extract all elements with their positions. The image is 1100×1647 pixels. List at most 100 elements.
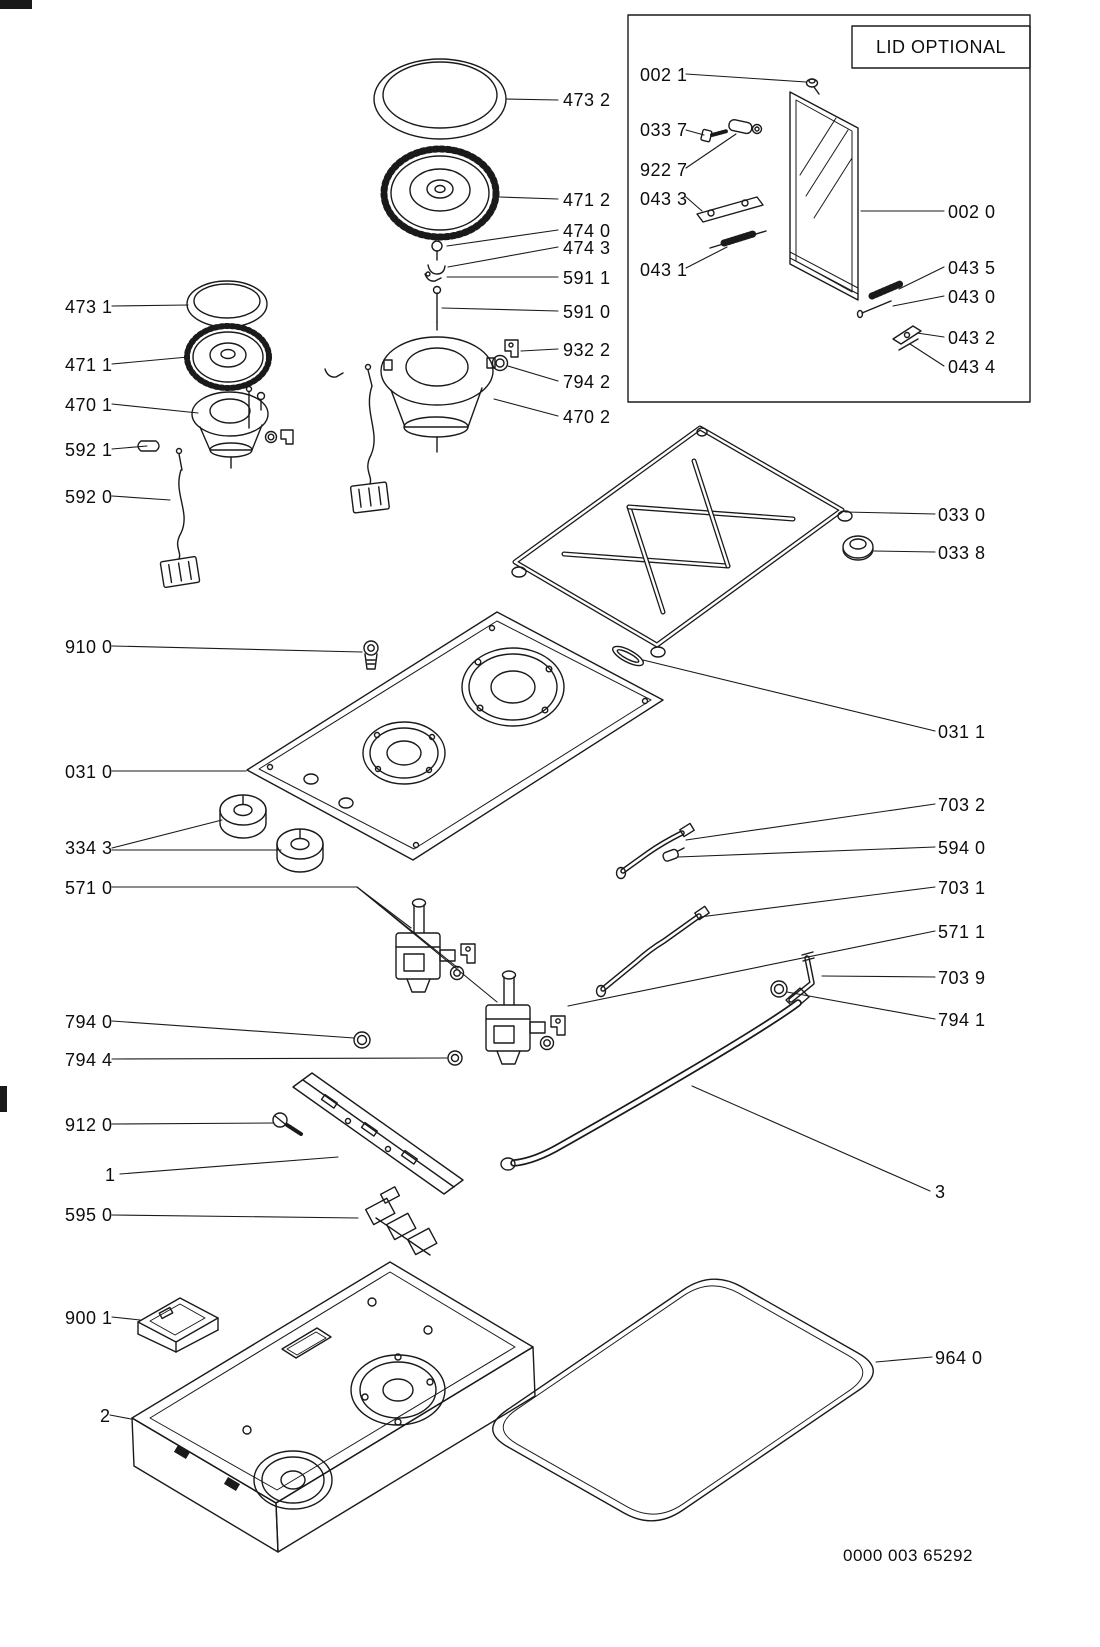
spark-plug-clip: [424, 271, 442, 282]
part-label-470-1: 470 1: [65, 395, 113, 415]
part-label-912-0: 912 0: [65, 1115, 113, 1135]
burner-cap-large: [373, 58, 507, 140]
part-label-2: 2: [100, 1406, 111, 1426]
lid-screw: [700, 128, 729, 143]
part-label-043-4: 043 4: [948, 357, 996, 377]
part-label-591-1: 591 1: [563, 268, 611, 288]
spark-electrode: [432, 285, 442, 331]
lid-pin-right: [856, 300, 892, 319]
part-label-474-0: 474 0: [563, 221, 611, 241]
o-ring-794-4: [447, 1050, 463, 1066]
part-label-002-0: 002 0: [948, 202, 996, 222]
part-label-794-4: 794 4: [65, 1050, 113, 1070]
part-label-033-0: 033 0: [938, 505, 986, 525]
o-ring-794-2: [491, 354, 509, 372]
scan-artifact: [0, 0, 32, 9]
part-label-794-0: 794 0: [65, 1012, 113, 1032]
lid-hinge-left: [696, 196, 767, 249]
scan-artifact: [0, 1086, 7, 1112]
part-label-592-1: 592 1: [65, 440, 113, 460]
terminal-block: [364, 1186, 438, 1256]
pipe-703-2: [615, 822, 695, 880]
o-ring-794-1: [770, 980, 788, 998]
part-label-471-2: 471 2: [563, 190, 611, 210]
part-label-794-2: 794 2: [563, 372, 611, 392]
part-label-703-1: 703 1: [938, 878, 986, 898]
lid-bracket-right: [892, 325, 922, 351]
part-label-1: 1: [105, 1165, 116, 1185]
part-label-031-1: 031 1: [938, 722, 986, 742]
screw-912: [272, 1112, 303, 1136]
burner-screw: [431, 240, 443, 261]
burner-cap-small: [186, 280, 268, 328]
part-label-043-1: 043 1: [640, 260, 688, 280]
part-label-002-1: 002 1: [640, 65, 688, 85]
seal-964: [492, 1278, 874, 1522]
gas-tap-1: [395, 898, 456, 993]
burner-head-large: [380, 145, 500, 241]
mounting-bracket-1: [292, 1072, 464, 1195]
screw-910: [363, 640, 379, 670]
pipe-703-1: [595, 905, 710, 998]
part-label-031-0: 031 0: [65, 762, 113, 782]
bracket-900-1: [137, 1297, 219, 1353]
injector-594-0: [662, 847, 685, 862]
gas-tap-2: [485, 970, 546, 1065]
part-label-043-0: 043 0: [948, 287, 996, 307]
hob-top-panel: [246, 611, 664, 861]
part-label-592-0: 592 0: [65, 487, 113, 507]
burner-body-small: [191, 385, 294, 469]
burner-body-center: [380, 336, 496, 453]
bottom-tray: [131, 1261, 536, 1553]
main-gas-pipe-3: [500, 999, 802, 1171]
document-number: 0000 003 65292: [843, 1546, 973, 1565]
part-label-594-0: 594 0: [938, 838, 986, 858]
panel-slot-031-1: [612, 645, 644, 667]
control-knob-2: [276, 828, 324, 873]
thermocouple-bracket: [504, 339, 519, 358]
lid-glass-panel: [789, 91, 859, 301]
lid-optional-box: [627, 14, 1031, 403]
part-label-033-8: 033 8: [938, 543, 986, 563]
part-label-932-2: 932 2: [563, 340, 611, 360]
lid-spring-right: [868, 280, 904, 300]
gas-tap-2-oring: [539, 1035, 555, 1051]
pan-support-grid: [511, 425, 853, 658]
burner-head-small: [184, 323, 272, 391]
burner-clip: [427, 264, 446, 275]
o-ring-794-0: [353, 1031, 371, 1049]
part-label-910-0: 910 0: [65, 637, 113, 657]
igniter-center: [324, 363, 390, 514]
part-label-703-2: 703 2: [938, 795, 986, 815]
part-label-595-0: 595 0: [65, 1205, 113, 1225]
part-label-471-1: 471 1: [65, 355, 113, 375]
part-label-033-7: 033 7: [640, 120, 688, 140]
part-label-473-2: 473 2: [563, 90, 611, 110]
part-label-794-1: 794 1: [938, 1010, 986, 1030]
part-label-703-9: 703 9: [938, 968, 986, 988]
rubber-foot: [842, 535, 874, 561]
gas-tap-2-clip: [550, 1015, 566, 1036]
part-label-591-0: 591 0: [563, 302, 611, 322]
part-label-900-1: 900 1: [65, 1308, 113, 1328]
part-label-470-2: 470 2: [563, 407, 611, 427]
control-knob-1: [219, 794, 267, 839]
leader-lines: [109, 73, 945, 1420]
part-label-043-5: 043 5: [948, 258, 996, 278]
part-label-043-2: 043 2: [948, 328, 996, 348]
part-label-571-0: 571 0: [65, 878, 113, 898]
lid-bushing: [728, 119, 763, 135]
igniter-clip-592-1: [137, 440, 160, 452]
igniter-592-0: [159, 447, 201, 589]
part-label-334-3: 334 3: [65, 838, 113, 858]
part-label-922-7: 922 7: [640, 160, 688, 180]
lid-hinge-pin: [805, 78, 820, 95]
gas-tap-1-clip: [460, 943, 476, 964]
part-label-043-3: 043 3: [640, 189, 688, 209]
lid-optional-title: LID OPTIONAL: [875, 36, 1007, 57]
part-label-964-0: 964 0: [935, 1348, 983, 1368]
part-label-3: 3: [935, 1182, 946, 1202]
part-label-473-1: 473 1: [65, 297, 113, 317]
